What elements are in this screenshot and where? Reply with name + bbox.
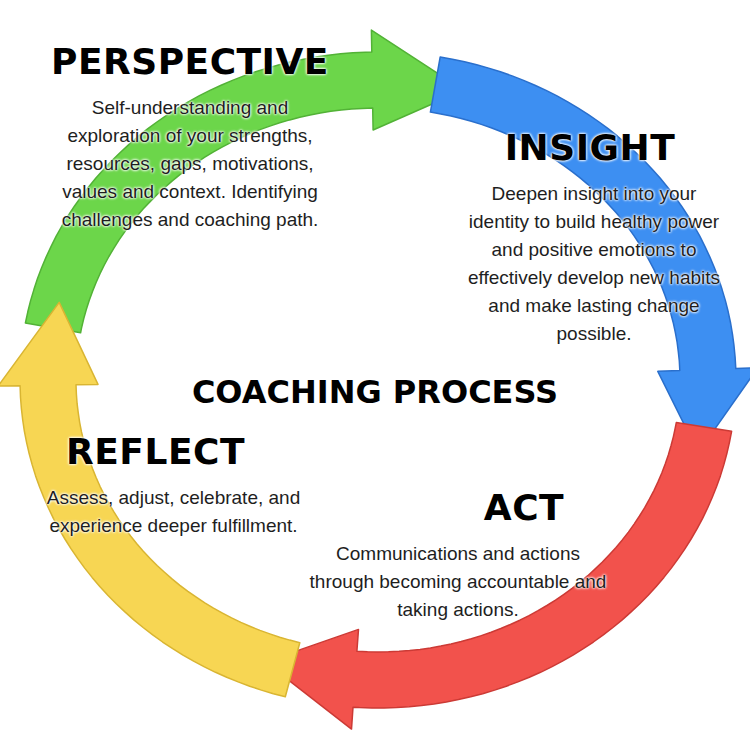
stage-description: Deepen insight into your identity to bui… [465, 180, 723, 348]
stage-block: REFLECTAssess, adjust, celebrate, and ex… [24, 430, 323, 540]
stage-heading: ACT [304, 486, 744, 530]
stage-description: Assess, adjust, celebrate, and experienc… [46, 484, 301, 540]
stage-block: INSIGHTDeepen insight into your identity… [457, 126, 731, 348]
cycle-arrow [25, 30, 463, 333]
cycle-arrow [265, 423, 731, 729]
stage-block: PERSPECTIVE Self-understanding and explor… [46, 40, 334, 234]
stage-description: Communications and actions through becom… [308, 540, 608, 624]
stage-block: ACTCommunications and actions through be… [238, 486, 678, 624]
stage-heading: PERSPECTIVE [46, 40, 334, 84]
stage-description: Self-understanding and exploration of yo… [50, 94, 330, 234]
stage-heading: INSIGHT [453, 126, 727, 170]
diagram-title: COACHING PROCESS [192, 372, 558, 412]
stage-heading: REFLECT [6, 430, 305, 474]
